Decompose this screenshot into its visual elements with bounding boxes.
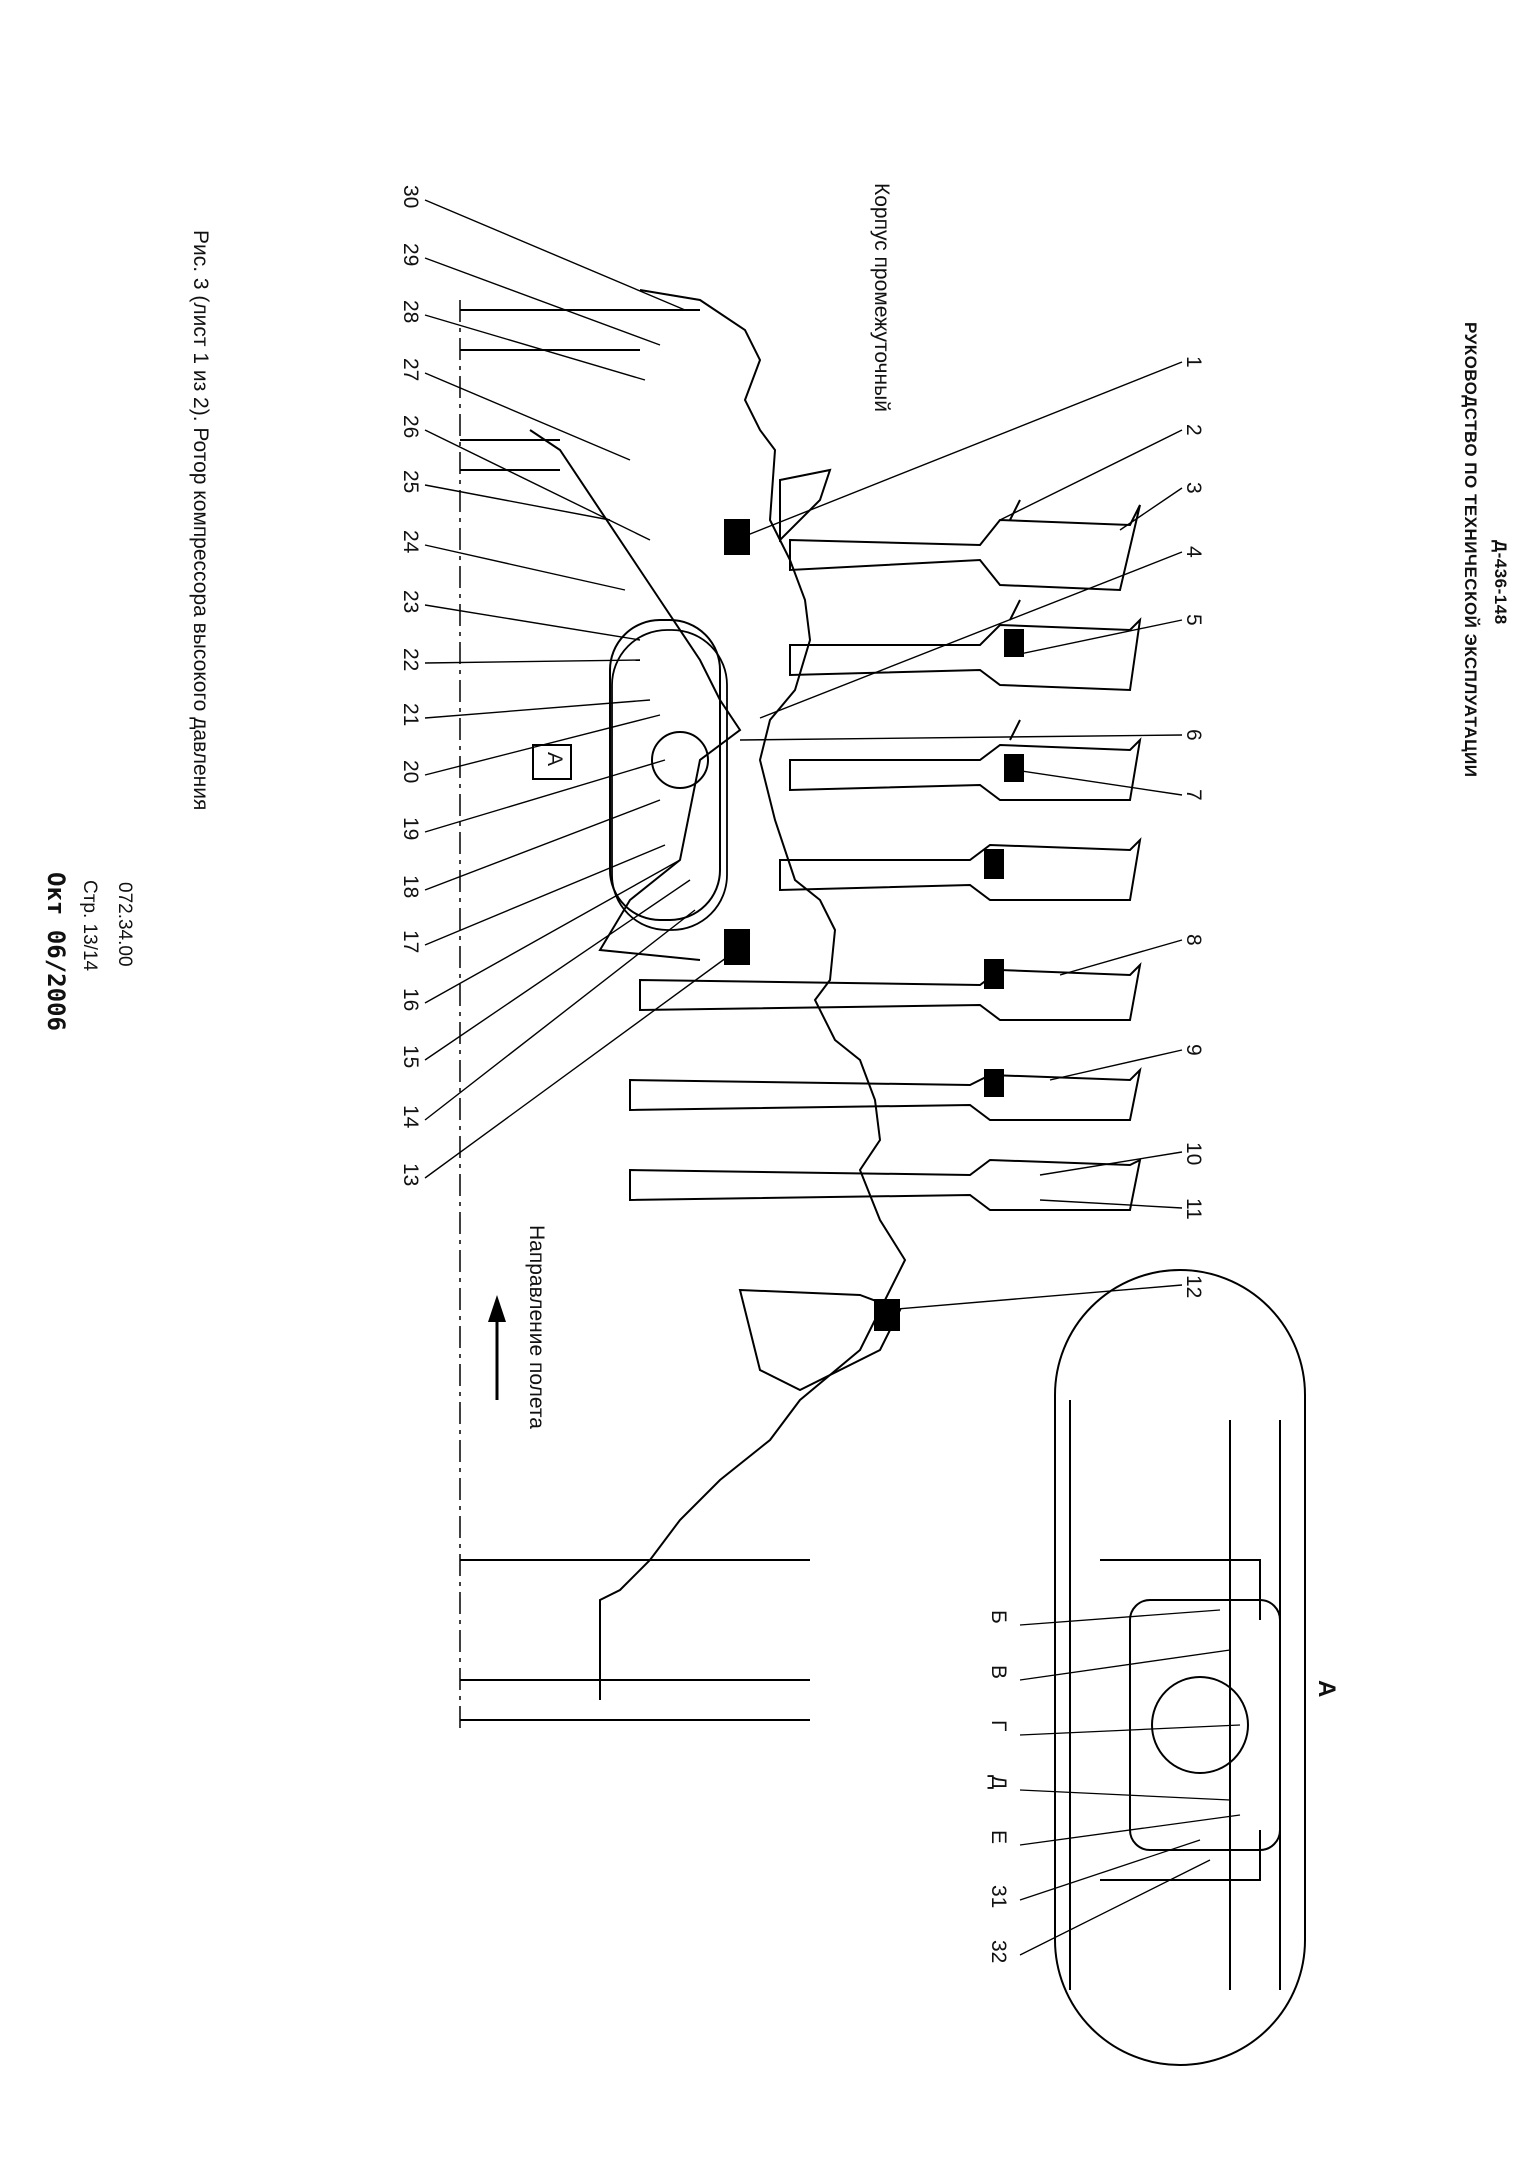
callout-8: 8 <box>1182 934 1205 946</box>
callout-2: 2 <box>1182 424 1205 436</box>
detail-a-title: А <box>1313 1680 1340 1698</box>
bearing-housing <box>609 619 721 921</box>
footer-doc-number: 072.34.00 <box>114 882 135 967</box>
detail-bearing-ball <box>1151 1676 1249 1774</box>
callout-13: 13 <box>399 1163 422 1187</box>
flight-direction-label: Направление полета <box>525 1225 548 1429</box>
callout-detail-b: Б <box>987 1610 1010 1624</box>
inner-liner <box>529 429 742 961</box>
callout-31: 31 <box>987 1885 1010 1909</box>
callout-1: 1 <box>1182 356 1205 368</box>
callout-5: 5 <box>1182 614 1205 626</box>
stator-ends <box>1009 499 1021 741</box>
leaders-bottom <box>424 199 731 1179</box>
callout-26: 26 <box>399 415 422 439</box>
callout-10: 10 <box>1182 1142 1205 1166</box>
detail-a <box>1019 1269 1306 2066</box>
callout-detail-g: Г <box>987 1720 1010 1732</box>
detail-a-region <box>611 629 728 931</box>
footer-page: Стр. 13/14 <box>79 880 100 972</box>
bearing-ball <box>651 731 709 789</box>
callout-15: 15 <box>399 1045 422 1069</box>
callout-20: 20 <box>399 760 422 784</box>
callout-32: 32 <box>987 1940 1010 1964</box>
callout-11: 11 <box>1182 1198 1205 1220</box>
detail-a-border <box>1054 1269 1306 2066</box>
disc-12 <box>738 1288 902 1392</box>
callout-9: 9 <box>1182 1044 1205 1056</box>
callout-28: 28 <box>399 300 422 324</box>
callout-4: 4 <box>1182 546 1205 558</box>
flight-arrow <box>488 1295 506 1400</box>
callout-25: 25 <box>399 470 422 494</box>
callout-27: 27 <box>399 358 422 382</box>
footer-date: Окт 06/2006 <box>42 872 70 1031</box>
detail-seal <box>1100 1559 1261 1881</box>
bolts <box>724 519 1024 1331</box>
leaders-top <box>734 361 1183 1311</box>
callout-17: 17 <box>399 930 422 954</box>
callout-14: 14 <box>399 1105 422 1129</box>
callout-6: 6 <box>1182 729 1205 741</box>
shaft-upper <box>460 309 700 471</box>
callout-30: 30 <box>399 185 422 209</box>
callout-23: 23 <box>399 590 422 614</box>
detail-leaders <box>1019 1609 1241 1956</box>
view-marker-label: А <box>543 752 566 767</box>
callout-7: 7 <box>1182 789 1205 801</box>
callout-19: 19 <box>399 817 422 841</box>
detail-shaft <box>1069 1400 1281 1990</box>
callout-21: 21 <box>399 703 422 727</box>
casing-nose <box>779 468 832 543</box>
callout-22: 22 <box>399 648 422 672</box>
casing-outline <box>599 289 907 1700</box>
callout-16: 16 <box>399 988 422 1012</box>
callout-detail-v: В <box>987 1665 1010 1680</box>
figure-caption: Рис. 3 (лист 1 из 2). Ротор компрессора … <box>189 230 212 811</box>
callout-24: 24 <box>399 530 422 554</box>
callout-3: 3 <box>1182 482 1205 494</box>
callout-18: 18 <box>399 875 422 899</box>
casing-label: Корпус промежуточный <box>870 183 893 412</box>
callout-12: 12 <box>1182 1275 1205 1299</box>
callout-detail-e: Е <box>987 1830 1010 1845</box>
view-marker-box <box>532 744 572 780</box>
callout-detail-d: Д <box>987 1775 1010 1790</box>
shaft-lower <box>460 1559 810 1721</box>
callout-29: 29 <box>399 243 422 267</box>
blades <box>629 504 1142 1211</box>
